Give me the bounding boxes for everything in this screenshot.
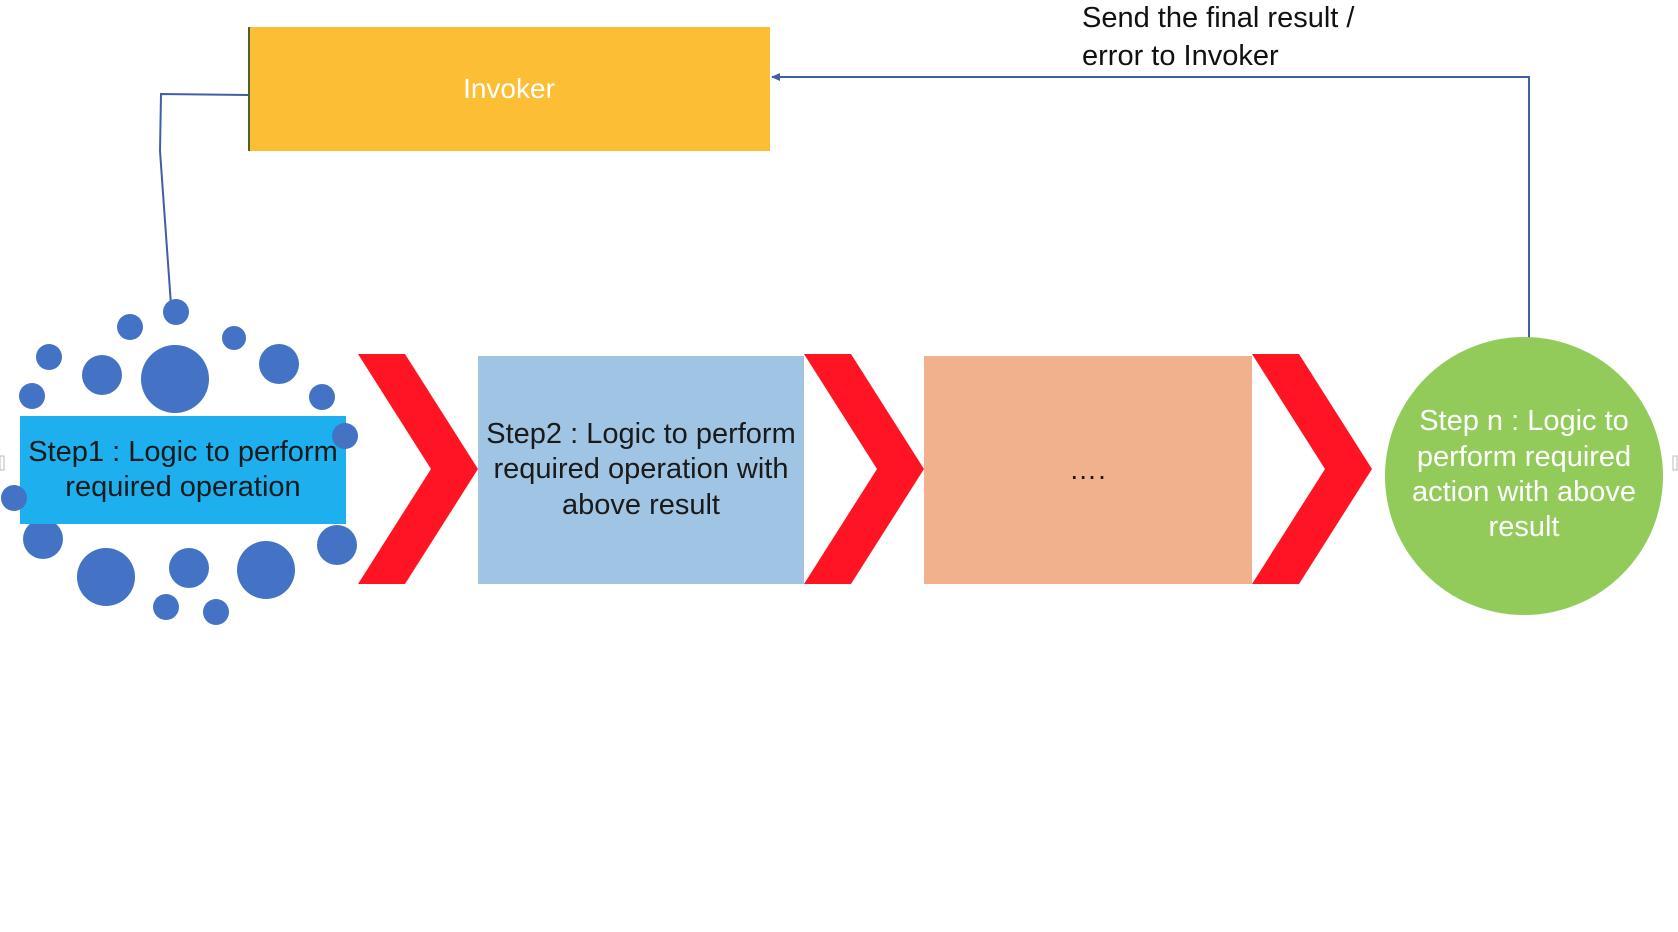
left-edge-marker [0, 455, 5, 471]
bubble-dot [19, 383, 45, 409]
bubble-dot [163, 299, 189, 325]
step2-label: Step2 : Logic to perform required operat… [486, 417, 796, 521]
bubble-dot [1, 485, 27, 511]
bubble-dot [153, 594, 179, 620]
right-edge-marker [1672, 455, 1678, 471]
invoker-label: Invoker [463, 72, 555, 104]
step-n-node [1385, 337, 1663, 615]
invoker-node [248, 27, 770, 151]
bubble-dot [77, 548, 135, 606]
bubble-dot [332, 423, 358, 449]
bubble-dot [317, 525, 357, 565]
bubble-dot [141, 345, 209, 413]
chevron-arrow-2 [804, 354, 924, 584]
step-n-label: Step n : Logic to perform required actio… [1411, 405, 1637, 544]
step1-node [20, 416, 346, 524]
bubble-dot [82, 355, 122, 395]
invoker-to-step1-connector [158, 92, 249, 306]
step-dots-node [924, 356, 1252, 584]
bubble-dot [117, 314, 143, 340]
bubble-dot [36, 344, 62, 370]
bubble-dot [169, 548, 209, 588]
chevron-arrow-3 [1252, 354, 1372, 584]
feedback-connector [771, 73, 1530, 379]
feedback-connector-label: Send the final result / error to Invoker [1082, 2, 1355, 72]
step-dots-label: …. [1069, 453, 1107, 485]
bubble-dot [203, 599, 229, 625]
step2-node [478, 356, 804, 584]
bubble-dot [222, 326, 246, 350]
step1-bubble-cluster [19, 299, 357, 625]
bubble-dot [237, 541, 295, 599]
bubble-dot [309, 384, 335, 410]
step1-label: Step1 : Logic to perform required operat… [28, 435, 338, 503]
bubble-dot [23, 519, 63, 559]
bubble-dot [259, 344, 299, 384]
step1-bubble-overlay [1, 423, 358, 511]
chevron-arrow-1 [358, 354, 478, 584]
